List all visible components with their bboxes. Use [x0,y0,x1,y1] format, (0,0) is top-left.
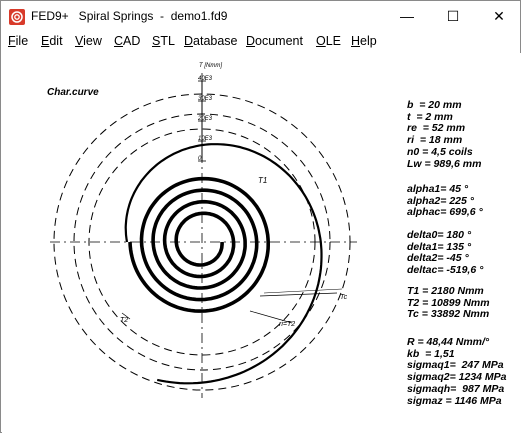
spiral-spring [128,176,270,313]
tick-label: 10E3 [198,136,213,142]
drawing-canvas[interactable]: 40E3 30E3 20E3 10E3 0 T [Nmm] T1 Tc T2 ri=T2… [2,53,521,433]
readout-line: Lw = 989,6 mm [407,157,482,170]
t2-label: T2 [120,317,128,324]
menu-cad[interactable]: CAD [114,34,141,48]
readout-line: deltac= -519,6 ° [407,264,484,277]
ri-t2-label: ri=T2 [279,321,295,328]
readout-line: n0 = 4,5 coils [407,145,473,158]
readout-line: T2 = 10899 Nmm [407,296,490,309]
menu-ole[interactable]: OLE [316,34,342,48]
readout-line: sigmaq1= 247 MPa [407,359,504,372]
readout-line: re = 52 mm [407,122,466,135]
close-button[interactable]: ✕ [493,8,505,24]
readout-line: kb = 1,51 [407,347,455,360]
readout-line: sigmaq2= 1234 MPa [407,371,507,384]
tick-label: 20E3 [197,116,213,122]
torque-ticks: 40E3 30E3 20E3 10E3 0 [197,76,213,162]
t2-arrow-line [121,312,131,320]
readout-line: alpha2= 225 ° [407,194,474,207]
menu-edit[interactable]: Edit [41,34,63,48]
menu-help[interactable]: Help [351,34,377,48]
menu-view[interactable]: View [75,34,102,48]
menu-file[interactable]: File [8,34,29,48]
readout-line: T1 = 2180 Nmm [407,285,484,297]
readout-line: delta0= 180 ° [407,229,472,241]
readout-line: Tc = 33892 Nmm [407,308,490,321]
readout-line: sigmaz = 1146 MPa [407,394,502,407]
t1-label: T1 [258,176,267,185]
tc-leader-line [259,292,338,297]
t2-leader-line [263,288,343,294]
spring-drawing: 40E3 30E3 20E3 10E3 0 T [Nmm] T1 Tc T2 ri=T2 [50,63,357,398]
menu-bar: File Edit View CAD STL Database Document… [1,31,520,53]
panel-title: Char.curve [47,87,99,98]
title-bar[interactable]: FED9+ Spiral Springs - demo1.fd9 — ☐ ✕ [1,1,520,31]
menu-document[interactable]: Document [246,34,303,48]
readout-line: t = 2 mm [407,110,453,123]
menu-stl[interactable]: STL [152,34,175,48]
app-icon [9,9,25,25]
outer-wire [124,143,323,385]
torque-axis-label: T [Nmm] [199,63,222,69]
readout-line: delta1= 135 ° [407,240,472,253]
tc-label: Tc [340,294,348,301]
ri-leader-line [249,310,293,324]
menu-database[interactable]: Database [184,34,238,48]
readout-line: delta2= -45 ° [407,252,469,265]
readout-line: b = 20 mm [407,99,462,111]
readout-line: R = 48,44 Nmm/° [407,336,490,348]
tick-label: 40E3 [198,76,213,82]
readout-line: alpha1= 45 ° [407,183,469,195]
tick-label: 30E3 [198,96,213,102]
minimize-button[interactable]: — [400,8,414,24]
readout-line: sigmaqh= 987 MPa [407,382,505,395]
maximize-button[interactable]: ☐ [446,8,460,24]
window-title: FED9+ Spiral Springs - demo1.fd9 [31,9,228,23]
tick-label: 0 [198,156,202,162]
readout-line: alphac= 699,6 ° [407,206,483,219]
readout-line: ri = 18 mm [407,134,463,147]
